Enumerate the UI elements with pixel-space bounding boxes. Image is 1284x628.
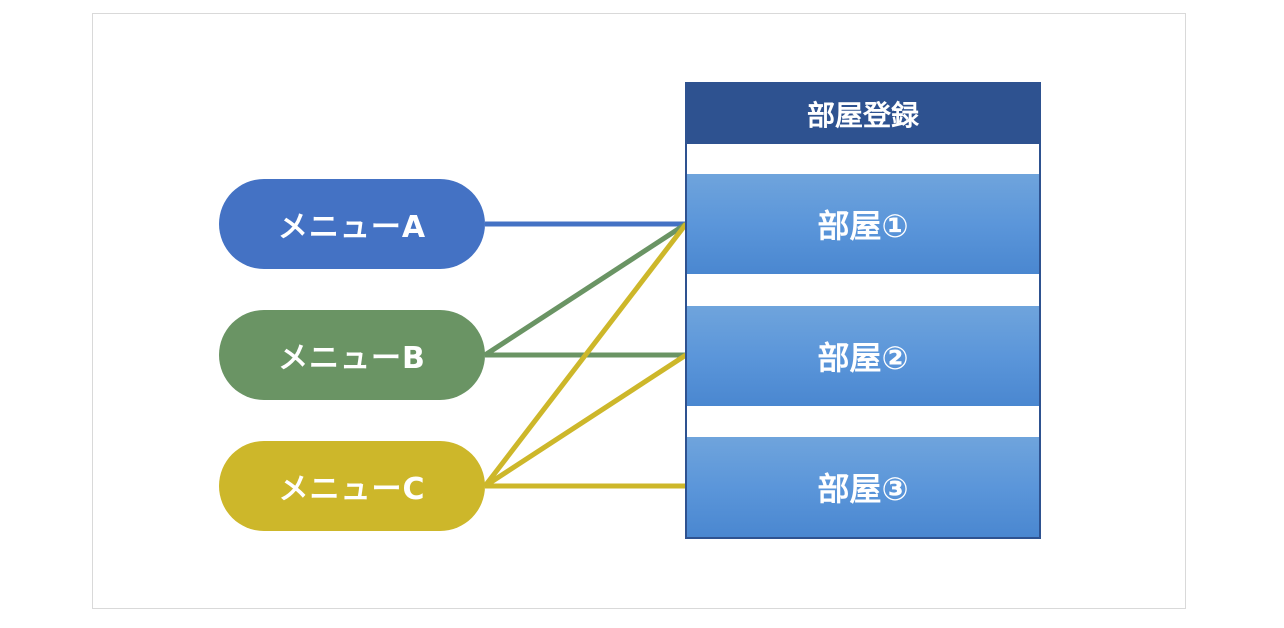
menu-b-label: メニューB <box>278 341 426 376</box>
room-1-block: 部屋① <box>687 174 1039 274</box>
menu-a-node: メニューA <box>219 179 485 269</box>
room-2-block: 部屋② <box>687 306 1039 406</box>
room-registration-box: 部屋登録 部屋① 部屋② 部屋③ <box>685 82 1041 539</box>
room-registration-header: 部屋登録 <box>687 84 1039 144</box>
room-3-label: 部屋③ <box>817 470 909 508</box>
room-1-label: 部屋① <box>817 207 909 245</box>
room-2-label: 部屋② <box>817 339 909 377</box>
room-registration-title: 部屋登録 <box>806 99 919 132</box>
menu-c-node: メニューC <box>219 441 485 531</box>
menu-c-label: メニューC <box>278 472 426 507</box>
menu-b-node: メニューB <box>219 310 485 400</box>
room-3-block: 部屋③ <box>687 437 1039 537</box>
menu-a-label: メニューA <box>277 210 427 245</box>
